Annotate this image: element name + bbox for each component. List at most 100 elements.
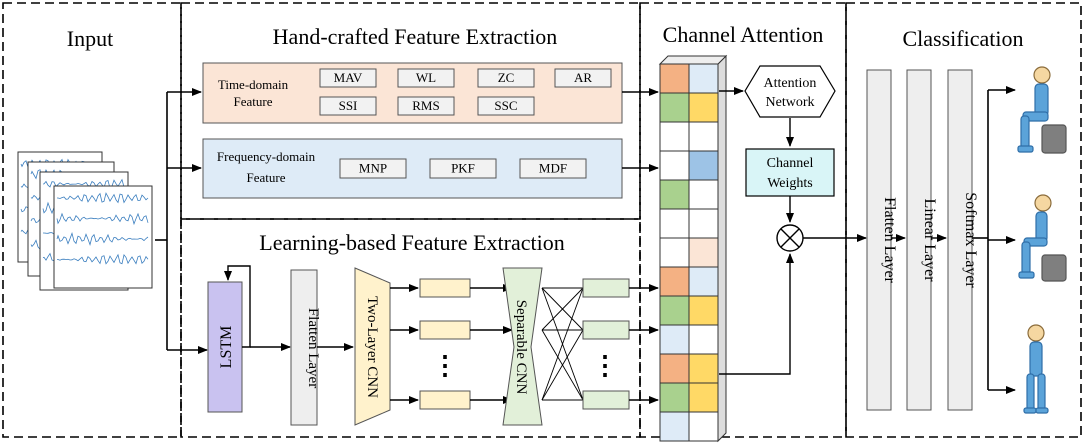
cnn-ellipsis: ⋮ — [432, 351, 458, 380]
channel-cell — [688, 324, 719, 355]
separable-connection — [541, 287, 584, 401]
separable-cnn-label: Separable CNN — [513, 300, 529, 395]
channel-cell — [688, 295, 719, 326]
channel-cell — [688, 63, 719, 94]
classifier-linear-layer — [906, 69, 932, 411]
separable-feature-maps: ⋮ — [541, 278, 659, 410]
signal-trace — [57, 192, 149, 204]
feature-label-rms: RMS — [412, 98, 439, 113]
feature-label-zc: ZC — [498, 70, 515, 85]
cnn-feature-box — [419, 320, 471, 340]
channel-cell — [659, 382, 690, 413]
sitting-figure-icon — [1017, 66, 1067, 154]
channel-cell — [688, 179, 719, 210]
channel-cell — [688, 121, 719, 152]
frequency-domain-features: MNP PKF MDF — [339, 158, 587, 179]
feature-label-mnp: MNP — [359, 161, 387, 176]
channel-cell — [659, 92, 690, 123]
classifier-flatten-layer — [866, 69, 892, 411]
classifier-softmax-layer — [947, 69, 973, 411]
time-domain-label-2: Feature — [234, 94, 273, 109]
lstm-block — [207, 281, 243, 413]
separable-ellipsis: ⋮ — [592, 351, 618, 380]
channel-cell — [659, 63, 690, 94]
time-domain-features: MAV WL ZC AR SSI RMS SSC — [319, 68, 612, 116]
feature-box-mdf — [519, 158, 587, 179]
learning-flatten-label: Flatten Layer — [305, 308, 321, 388]
cnn-feature-box — [419, 390, 471, 410]
separable-feature-box — [582, 278, 630, 298]
channel-grid-side-face — [717, 54, 727, 443]
channel-attention-title: Channel Attention — [663, 22, 824, 47]
separable-cnn-block — [502, 267, 543, 426]
attention-network-label-2: Network — [766, 95, 815, 110]
feature-box-zc — [477, 68, 535, 88]
multiply-cross-2 — [780, 228, 800, 248]
separable-connection — [541, 329, 584, 401]
channel-cell — [659, 266, 690, 297]
channel-cell — [688, 411, 719, 442]
channel-cell — [659, 121, 690, 152]
channel-cell — [688, 150, 719, 181]
channel-cell — [659, 411, 690, 442]
feature-box-mnp — [339, 158, 407, 179]
feature-label-wl: WL — [416, 70, 436, 85]
channel-cell — [659, 295, 690, 326]
cnn-feature-box — [419, 278, 471, 298]
feature-label-ssi: SSI — [339, 98, 358, 113]
feature-label-ar: AR — [574, 70, 592, 85]
feature-box-wl — [397, 68, 455, 88]
feature-box-pkf — [429, 158, 497, 179]
channel-cell — [659, 237, 690, 268]
separable-feature-box — [582, 320, 630, 340]
frequency-domain-label-2: Feature — [247, 170, 286, 185]
channel-feature-grid — [658, 54, 728, 443]
feature-box-rms — [397, 96, 455, 116]
channel-weights-label-2: Weights — [767, 176, 813, 191]
handcrafted-title: Hand-crafted Feature Extraction — [273, 24, 558, 49]
feature-label-ssc: SSC — [494, 98, 517, 113]
learning-title: Learning-based Feature Extraction — [259, 230, 564, 255]
classifier-flatten-label: Flatten Layer — [881, 197, 898, 283]
classifier-linear-label: Linear Layer — [921, 198, 938, 282]
time-domain-label-1: Time-domain — [218, 77, 289, 92]
feature-label-mdf: MDF — [539, 161, 567, 176]
cnn-feature-maps: ⋮ — [390, 278, 513, 410]
channel-cell — [659, 179, 690, 210]
channel-cell — [688, 208, 719, 239]
signal-trace — [57, 253, 149, 265]
channel-cell — [688, 92, 719, 123]
feature-box-mav — [319, 68, 377, 88]
channel-cell — [688, 353, 719, 384]
channel-cell — [688, 237, 719, 268]
standing-figure-icon — [1023, 324, 1049, 414]
emg-signal-stack — [17, 151, 153, 291]
classifier-softmax-label: Softmax Layer — [962, 192, 979, 288]
feature-box-ssi — [319, 96, 377, 116]
lstm-label: LSTM — [218, 326, 235, 369]
channel-cell — [659, 150, 690, 181]
feature-label-pkf: PKF — [451, 161, 475, 176]
signal-trace — [56, 231, 149, 246]
learning-flatten-layer — [290, 269, 318, 426]
feature-label-mav: MAV — [334, 70, 363, 85]
two-layer-cnn-block — [354, 267, 391, 426]
channel-cell — [659, 324, 690, 355]
classification-section-frame — [845, 2, 1082, 438]
channel-cell — [659, 353, 690, 384]
two-layer-cnn-label: Two-Layer CNN — [364, 296, 380, 398]
output-arrows — [972, 86, 1016, 394]
separable-feature-box — [582, 390, 630, 410]
channel-cell — [659, 208, 690, 239]
grid-to-multiply — [719, 253, 794, 375]
channel-grid-top-face — [658, 55, 728, 65]
attention-network-label-1: Attention — [764, 76, 817, 91]
channel-cell — [688, 382, 719, 413]
channel-weights-label-1: Channel — [767, 156, 814, 171]
input-routing — [155, 88, 208, 354]
standing-up-figure-icon — [1018, 194, 1067, 282]
separable-connection — [541, 287, 584, 331]
